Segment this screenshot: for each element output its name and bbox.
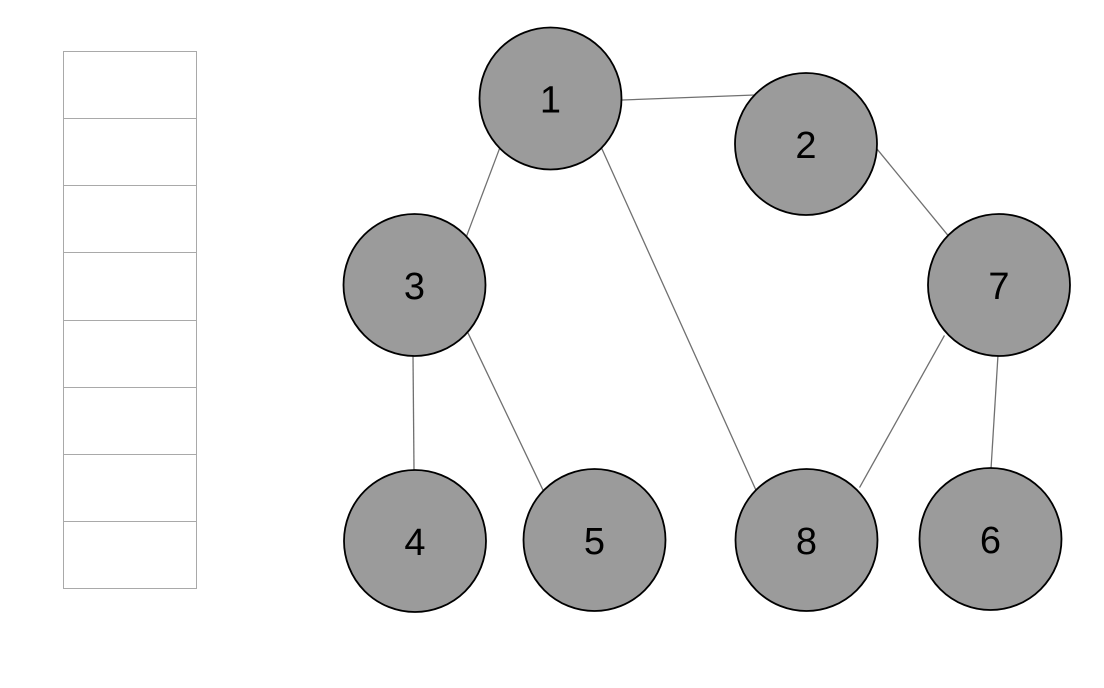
node-circle-7[interactable] <box>927 213 1071 357</box>
edge-3-4 <box>412 351 415 474</box>
node-circle-4[interactable] <box>343 469 487 613</box>
node-label-4: 4 <box>404 522 425 564</box>
node-label-7: 7 <box>988 266 1009 308</box>
node-label-3: 3 <box>404 266 425 308</box>
edge-3-5 <box>466 330 544 491</box>
table-cell-5[interactable] <box>64 320 196 388</box>
node-label-2: 2 <box>795 125 816 167</box>
node-4[interactable]: 4 <box>343 469 487 613</box>
answer-table <box>63 51 197 589</box>
node-6[interactable]: 6 <box>918 467 1063 611</box>
table-cell-7[interactable] <box>64 454 196 522</box>
edge-2-7 <box>874 146 949 236</box>
table-cell-2[interactable] <box>64 119 196 187</box>
table-cell-3[interactable] <box>64 186 196 254</box>
node-label-5: 5 <box>584 521 605 563</box>
table-cell-1[interactable] <box>64 52 196 120</box>
node-8[interactable]: 8 <box>734 468 879 612</box>
edge-7-8 <box>858 335 946 488</box>
node-circle-3[interactable] <box>342 213 487 357</box>
node-label-1: 1 <box>540 80 561 122</box>
edge-layer <box>412 94 999 492</box>
node-1[interactable]: 1 <box>478 26 623 171</box>
table-cell-4[interactable] <box>64 253 196 321</box>
node-circle-6[interactable] <box>918 467 1063 611</box>
table-cell-8[interactable] <box>64 521 196 588</box>
node-circle-1[interactable] <box>478 26 623 171</box>
node-circle-2[interactable] <box>734 72 878 216</box>
edge-7-6 <box>990 351 999 473</box>
table-cell-6[interactable] <box>64 387 196 455</box>
node-label-8: 8 <box>796 521 817 563</box>
edge-1-2 <box>618 94 759 101</box>
node-circle-8[interactable] <box>734 468 879 612</box>
node-5[interactable]: 5 <box>522 468 667 612</box>
node-circle-5[interactable] <box>522 468 667 612</box>
node-7[interactable]: 7 <box>927 213 1071 357</box>
edge-1-3 <box>465 146 501 239</box>
node-layer: 1 2 3 4 5 6 7 8 <box>342 26 1071 613</box>
node-label-6: 6 <box>980 520 1001 562</box>
node-3[interactable]: 3 <box>342 213 487 357</box>
edge-1-8 <box>600 145 757 492</box>
node-2[interactable]: 2 <box>734 72 878 216</box>
